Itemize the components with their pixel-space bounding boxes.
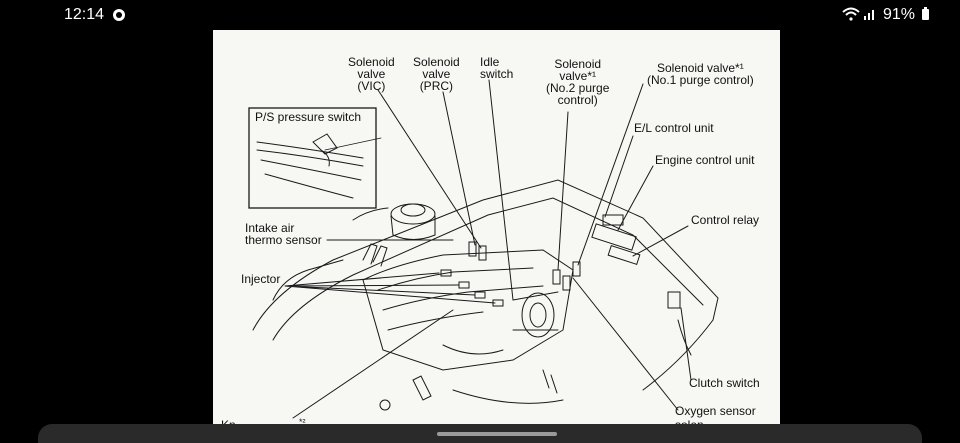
label-clutch-switch: Clutch switch bbox=[689, 376, 760, 390]
engine-diagram-drawing bbox=[248, 79, 719, 419]
label-idle-switch: Idle switch bbox=[480, 55, 514, 81]
battery-icon bbox=[922, 7, 929, 20]
label-el-control-unit: E/L control unit bbox=[634, 121, 714, 135]
label-engine-control-unit: Engine control unit bbox=[655, 153, 755, 167]
label-ps-pressure-switch: P/S pressure switch bbox=[255, 110, 362, 124]
label-solenoid-valve-no2: Solenoid valve*¹ (No.2 purge control) bbox=[546, 57, 610, 107]
status-bar: 12:14 91% bbox=[0, 0, 960, 30]
signal-icon bbox=[864, 10, 874, 20]
wifi-icon bbox=[842, 7, 860, 21]
label-solenoid-valve-vic: Solenoid valve (VIC) bbox=[348, 55, 395, 93]
label-oxygen-sensor: Oxygen sensor bbox=[675, 404, 756, 418]
home-handle[interactable] bbox=[437, 432, 557, 436]
label-control-relay: Control relay bbox=[691, 213, 760, 227]
label-intake-air-thermo-sensor: Intake air thermo sensor bbox=[245, 221, 322, 247]
battery-percentage: 91% bbox=[883, 6, 916, 23]
notification-dot-icon bbox=[113, 9, 125, 21]
label-cut-bottom-left: Kn bbox=[221, 418, 236, 425]
label-solenoid-valve-no1: Solenoid valve*¹ (No.1 purge control) bbox=[647, 61, 754, 87]
clock: 12:14 bbox=[64, 6, 105, 23]
label-injector: Injector bbox=[241, 272, 281, 286]
label-cut-bottom-right: solen bbox=[675, 418, 704, 425]
image-viewer[interactable]: P/S pressure switch Solenoid valve (VIC)… bbox=[213, 30, 780, 425]
label-solenoid-valve-prc: Solenoid valve (PRC) bbox=[413, 55, 460, 93]
label-cut-bottom-left-superscript: *² bbox=[299, 417, 306, 425]
